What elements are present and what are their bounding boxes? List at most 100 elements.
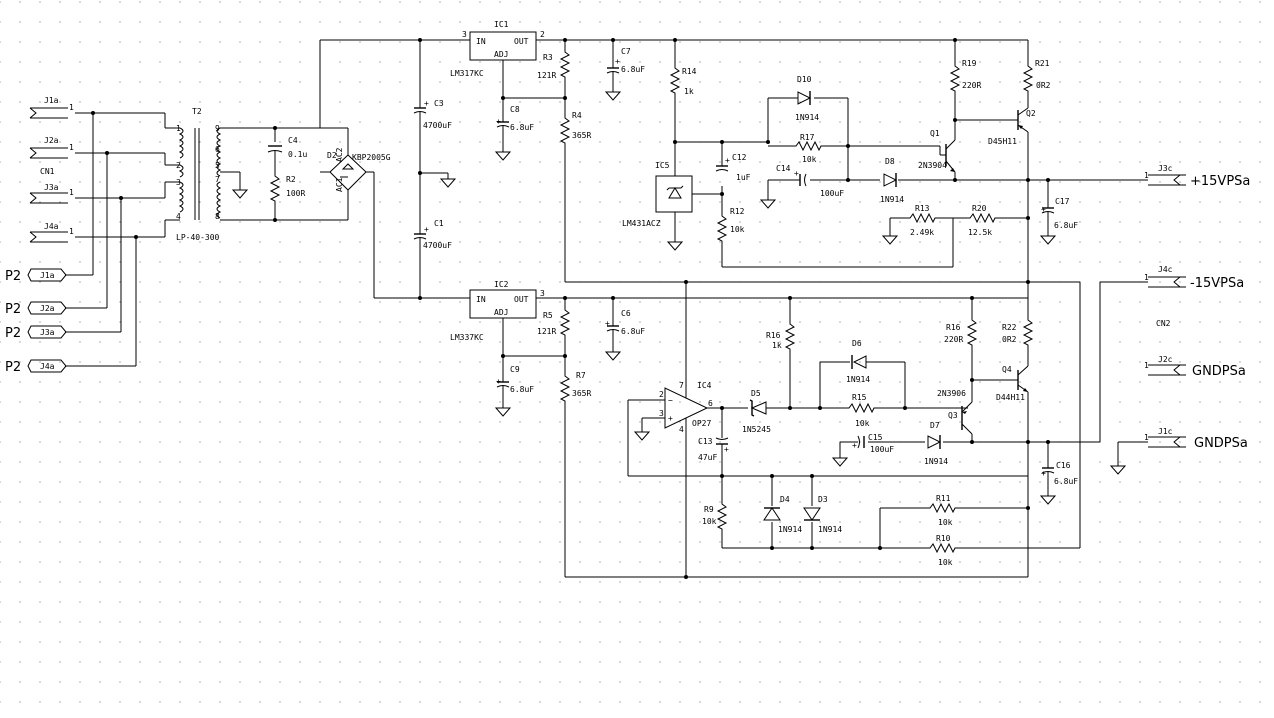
p2-j1a[interactable]: P2 J1a <box>5 268 67 284</box>
regulator-ic2[interactable]: IN OUT ADJ IC2 LM337KC 3 <box>450 280 545 342</box>
resistor-r13[interactable]: R13 2.49k <box>905 204 941 237</box>
svg-text:100uF: 100uF <box>870 445 894 454</box>
resistor-r22[interactable]: R22 0R2 <box>1002 315 1033 351</box>
svg-text:10k: 10k <box>802 155 817 164</box>
svg-text:1N914: 1N914 <box>846 375 870 384</box>
resistor-r12[interactable]: R12 10k <box>717 207 745 247</box>
svg-text:1: 1 <box>176 124 181 133</box>
regulator-ic1[interactable]: IN OUT ADJ IC1 LM317KC 2 3 <box>450 20 545 78</box>
svg-text:P2: P2 <box>5 360 21 375</box>
svg-text:LP-40-300: LP-40-300 <box>176 233 220 242</box>
connector-j3a[interactable]: J3a 1 <box>29 183 74 204</box>
resistor-r19[interactable]: R19 220R <box>950 59 981 97</box>
resistor-r17[interactable]: R17 10k <box>791 133 827 164</box>
svg-text:1N914: 1N914 <box>818 525 842 534</box>
svg-text:J1a: J1a <box>44 96 59 105</box>
resistor-r5[interactable]: R5 121R <box>537 305 570 341</box>
svg-text:7: 7 <box>215 175 220 184</box>
svg-text:R17: R17 <box>800 133 815 142</box>
svg-text:R19: R19 <box>962 59 977 68</box>
connector-j2a[interactable]: J2a 1 <box>29 136 74 159</box>
diode-d6[interactable]: D6 1N914 <box>846 339 870 384</box>
capacitor-c8[interactable]: + C8 6.8uF <box>496 105 534 137</box>
capacitor-c13[interactable]: + C13 47uF <box>698 437 729 462</box>
svg-text:J3c: J3c <box>1158 164 1173 173</box>
resistor-r7[interactable]: R7 365R <box>560 371 591 407</box>
svg-text:J4a: J4a <box>44 222 59 231</box>
connector-j4c[interactable]: J4c 1 -15VPSa <box>1144 265 1244 291</box>
svg-text:J1c: J1c <box>1158 427 1173 436</box>
svg-text:+: + <box>1041 469 1046 478</box>
connector-j4a[interactable]: J4a 1 <box>29 222 74 243</box>
svg-text:R20: R20 <box>972 204 987 213</box>
svg-text:12.5k: 12.5k <box>968 228 992 237</box>
capacitor-c16[interactable]: + C16 6.8uF <box>1041 457 1078 486</box>
resistor-r16-1k[interactable]: R16 1k <box>766 319 795 355</box>
svg-text:IC1: IC1 <box>494 20 509 29</box>
svg-text:6.8uF: 6.8uF <box>1054 221 1078 230</box>
diode-d4[interactable]: D4 1N914 <box>763 495 802 534</box>
resistor-r4[interactable]: R4 365R <box>560 111 591 149</box>
svg-text:R2: R2 <box>286 175 296 184</box>
zener-d5[interactable]: D5 1N5245 <box>742 389 771 434</box>
resistor-r14[interactable]: R14 1k <box>670 63 697 99</box>
resistor-r21[interactable]: R21 0R2 <box>1023 59 1051 97</box>
capacitor-c4[interactable]: C4 0.1u <box>267 136 307 162</box>
resistor-r9[interactable]: R9 10k <box>702 499 727 535</box>
connector-j1a[interactable]: J1a 1 <box>29 96 74 119</box>
connector-j2c[interactable]: J2c 1 GNDPSa <box>1144 355 1246 379</box>
svg-text:+: + <box>496 377 501 386</box>
capacitor-c1[interactable]: + C1 4700uF <box>413 219 452 250</box>
capacitor-c6[interactable]: + C6 6.8uF <box>605 309 645 341</box>
transformer-t2[interactable]: T2 LP-40-300 1 2 3 4 9 6 5 7 8 <box>176 107 222 242</box>
svg-text:Q3: Q3 <box>948 411 958 420</box>
diode-d10[interactable]: D10 1N914 <box>795 75 819 122</box>
svg-text:P2: P2 <box>5 269 21 284</box>
capacitor-c15[interactable]: + C15 100uF <box>852 433 894 454</box>
svg-text:6.8uF: 6.8uF <box>621 65 645 74</box>
svg-text:OP27: OP27 <box>692 419 711 428</box>
resistor-r10[interactable]: R10 10k <box>925 534 961 567</box>
svg-text:C15: C15 <box>868 433 883 442</box>
resistor-r2[interactable]: R2 100R <box>270 171 305 207</box>
net-minus15: -15VPSa <box>1190 276 1244 291</box>
reference-ic5[interactable]: IC5 LM431ACZ <box>622 161 693 228</box>
svg-text:+: + <box>1041 205 1046 214</box>
svg-text:365R: 365R <box>572 131 591 140</box>
resistor-r3[interactable]: R3 121R <box>537 47 570 83</box>
bridge-rectifier-d2[interactable]: D2 KBP2005G AC2 AC1 <box>320 147 391 192</box>
transistor-q3[interactable]: 2N3906 Q3 <box>937 389 973 435</box>
transistor-q4[interactable]: Q4 D44H11 <box>996 365 1029 402</box>
resistor-r16-220r[interactable]: R16 220R <box>944 315 977 351</box>
capacitor-c9[interactable]: + C9 6.8uF <box>496 365 534 397</box>
connector-j3c[interactable]: J3c 1 +15VPSa <box>1144 164 1250 189</box>
resistor-r11[interactable]: R11 10k <box>925 494 961 527</box>
p2-j4a[interactable]: P2 J4a <box>5 359 67 375</box>
svg-text:KBP2005G: KBP2005G <box>352 153 391 162</box>
wires <box>65 39 1148 578</box>
capacitor-c3[interactable]: + C3 4700uF <box>413 97 452 130</box>
opamp-ic4[interactable]: − + IC4 OP27 2 3 6 7 4 <box>659 380 713 434</box>
capacitor-c7[interactable]: + C7 6.8uF <box>606 47 645 83</box>
diode-d8[interactable]: D8 1N914 <box>880 157 904 204</box>
resistor-r20[interactable]: R20 12.5k <box>965 204 1001 237</box>
svg-text:P2: P2 <box>5 302 21 317</box>
p2-j2a[interactable]: P2 J2a <box>5 301 67 317</box>
svg-text:OUT: OUT <box>514 37 529 46</box>
capacitor-c12[interactable]: + C12 1uF <box>715 153 751 182</box>
svg-text:0R2: 0R2 <box>1036 81 1051 90</box>
diode-d7[interactable]: D7 1N914 <box>924 421 948 466</box>
capacitor-c17[interactable]: + C17 6.8uF <box>1041 197 1078 230</box>
transistor-q1[interactable]: Q1 2N3904 <box>918 129 956 173</box>
connector-j1c[interactable]: J1c 1 GNDPSa <box>1144 427 1248 451</box>
svg-text:LM431ACZ: LM431ACZ <box>622 219 661 228</box>
svg-text:4: 4 <box>679 425 684 434</box>
capacitor-c14[interactable]: + C14 100uF <box>776 164 844 198</box>
transistor-q2[interactable]: Q2 D45H11 <box>988 107 1036 146</box>
svg-text:1uF: 1uF <box>736 173 751 182</box>
diode-d3[interactable]: D3 1N914 <box>803 495 842 534</box>
svg-text:1: 1 <box>69 188 74 197</box>
resistor-r15[interactable]: R15 10k <box>844 393 880 428</box>
p2-j3a[interactable]: P2 J3a <box>5 325 67 341</box>
svg-text:D8: D8 <box>885 157 895 166</box>
